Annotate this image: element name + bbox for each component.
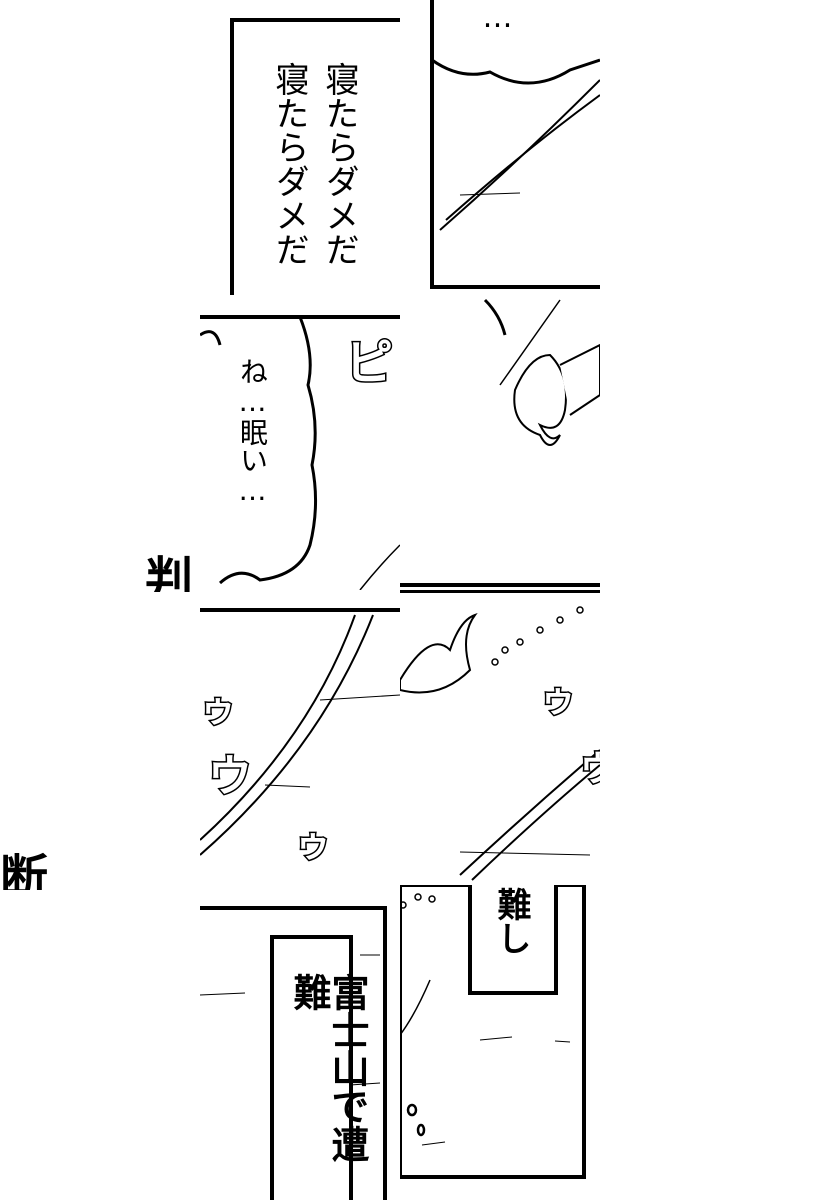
panel-sleepy: ピ ね…眠い… xyxy=(200,295,400,590)
sfx-u-2: ウ xyxy=(207,750,254,804)
panel-art xyxy=(200,608,400,856)
sleepy-text: ね…眠い… xyxy=(236,357,269,507)
panel-sfx-right: ゥ ウ xyxy=(400,590,600,885)
sleep-warning-line2: 寝たらダメだ xyxy=(269,62,309,266)
sfx-pi: ピ xyxy=(343,334,394,393)
sfx-u-4: ゥ xyxy=(538,678,577,722)
panel-falling-character xyxy=(400,295,600,590)
panel-sleep-warning: 寝たらダメだ 寝たらダメだ xyxy=(200,0,400,295)
caption-box xyxy=(270,935,353,1200)
panel-difficult-caption: 難し xyxy=(400,885,600,1200)
panel-art xyxy=(200,315,400,590)
fuji-caption-text: 富士山で遭難 xyxy=(287,973,369,1163)
sleep-warning-line1: 寝たらダメだ xyxy=(319,62,359,266)
panel-speech-bubble-top: … xyxy=(400,0,600,295)
ellipsis-text: … xyxy=(480,0,515,35)
panel-sfx-left: ゥ ウ ゥ xyxy=(200,590,400,885)
panel-art xyxy=(400,590,600,881)
fragment-dan: 断 xyxy=(0,850,49,890)
panel-art xyxy=(200,906,387,1200)
sfx-u-3: ゥ xyxy=(293,823,332,867)
caption-box xyxy=(230,18,400,295)
panel-art xyxy=(400,885,586,1179)
fragment-han: 判 xyxy=(145,552,194,592)
panel-fuji-caption: 富士山で遭難 xyxy=(200,885,400,1200)
panel-art xyxy=(430,0,600,289)
character-art xyxy=(400,298,600,587)
difficult-caption-text: 難し xyxy=(491,887,531,955)
sfx-u-1: ゥ xyxy=(200,688,238,732)
caption-box xyxy=(468,885,558,995)
sfx-u-5: ウ xyxy=(578,748,600,792)
